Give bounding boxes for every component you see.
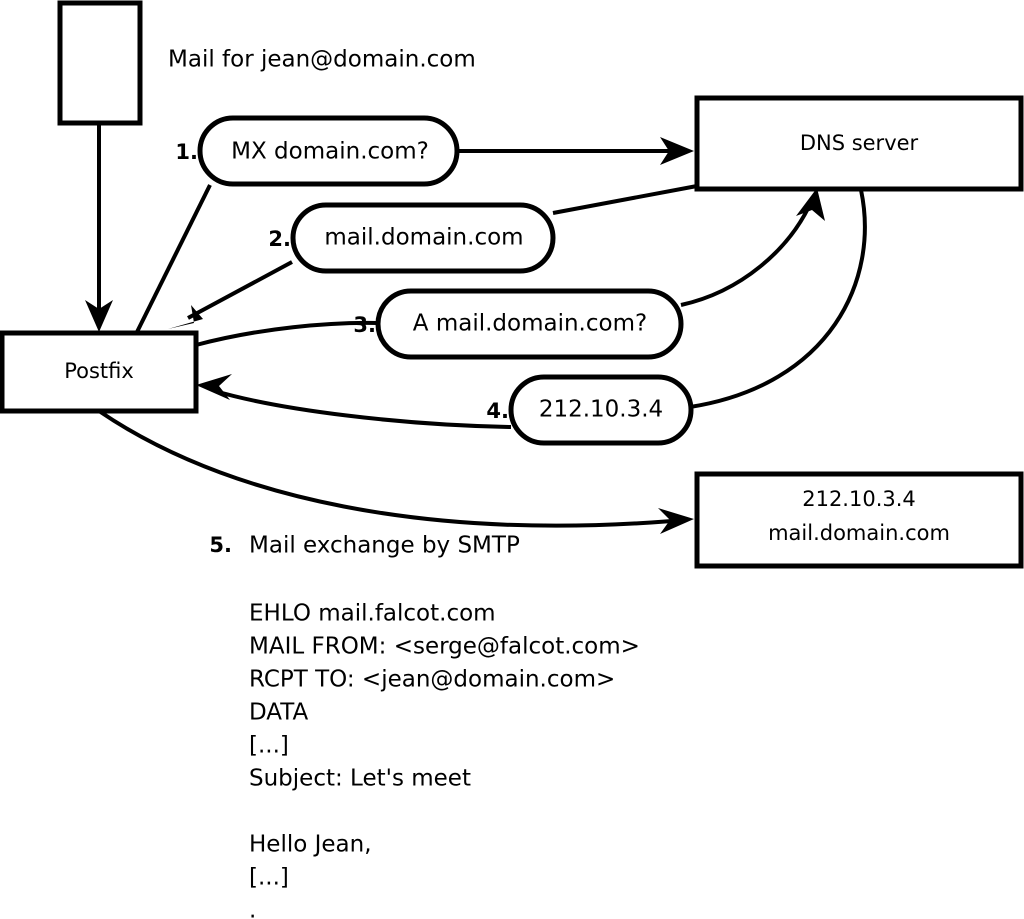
step-3-number: 3. (353, 313, 376, 337)
node-postfix-label: Postfix (64, 359, 134, 383)
smtp-line-0: EHLO mail.falcot.com (249, 601, 496, 627)
connector-step3-to-dns (680, 199, 814, 307)
smtp-line-9: . (249, 898, 256, 919)
step-2-bubble (290, 202, 556, 274)
smtp-line-4: [...] (249, 733, 289, 759)
step-4-number: 4. (486, 399, 509, 423)
step-4-label: 212.10.3.4 (539, 397, 663, 423)
step-2-label: mail.domain.com (324, 225, 523, 251)
arrowhead-step2-to-postfix (168, 305, 203, 329)
step-3-label: A mail.domain.com? (413, 311, 647, 337)
connector-dns-to-step4 (689, 189, 867, 409)
node-mailserver-ip: 212.10.3.4 (802, 487, 916, 511)
step-1-label: MX domain.com? (231, 139, 429, 165)
step-5-label: Mail exchange by SMTP (249, 533, 520, 559)
step-1-bubble (197, 115, 460, 187)
step-3-bubble (375, 288, 684, 360)
node-mailserver-host: mail.domain.com (768, 521, 950, 545)
page-title: Mail for jean@domain.com (168, 47, 476, 73)
step-4-bubble (508, 374, 694, 446)
step-5-number: 5. (209, 533, 232, 557)
arrowhead-postfix-to-mailserver (658, 508, 694, 534)
connector-postfix-to-step3 (195, 320, 379, 347)
connector-dns-to-step2 (552, 184, 698, 215)
arrowhead-sender-to-postfix (85, 300, 113, 332)
node-dns-label: DNS server (800, 131, 919, 155)
smtp-line-3: DATA (249, 700, 309, 726)
arrowhead-step4-to-postfix (196, 374, 232, 400)
node-mailserver-box (694, 471, 1024, 569)
connector-step4-to-postfix (214, 389, 512, 429)
step-1-number: 1. (175, 140, 198, 164)
smtp-line-2: RCPT TO: <jean@domain.com> (249, 667, 615, 693)
connector-step2-to-postfix (187, 260, 293, 320)
node-dns-box (694, 95, 1024, 192)
smtp-line-8: [...] (249, 865, 289, 891)
smtp-line-7: Hello Jean, (249, 832, 372, 858)
connector-postfix-to-mailserver (97, 409, 673, 528)
step-2-number: 2. (268, 227, 291, 251)
smtp-line-5: Subject: Let's meet (249, 766, 471, 792)
node-sender-box (57, 0, 143, 126)
arrowhead-step3-to-dns (796, 188, 825, 221)
arrowhead-step1-to-dns (660, 137, 694, 165)
connector-postfix-to-step1 (135, 184, 212, 333)
smtp-line-1: MAIL FROM: <serge@falcot.com> (249, 634, 640, 660)
